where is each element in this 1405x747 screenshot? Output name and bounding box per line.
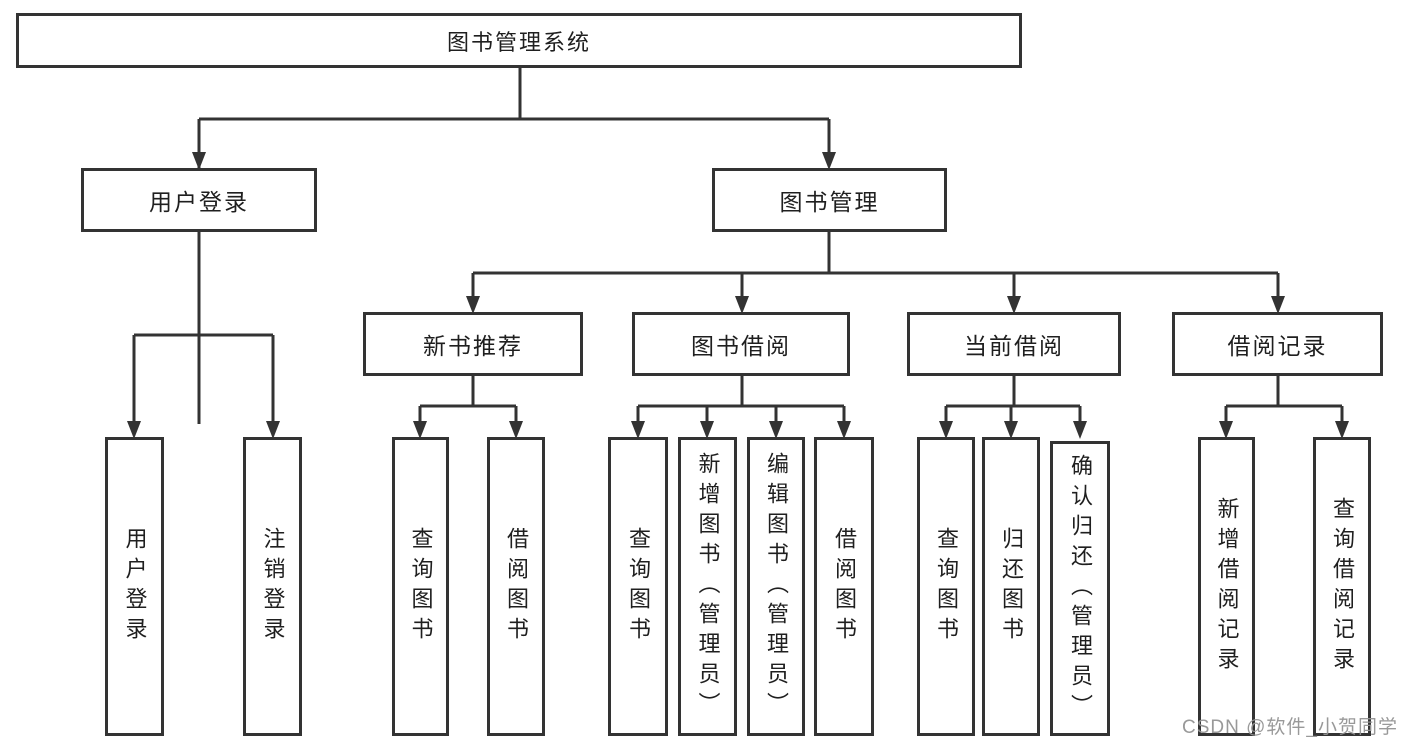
node-borrowing-records: 借阅记录 bbox=[1172, 312, 1383, 376]
leaf-edit-book-admin: 编辑图书（管理员） bbox=[747, 437, 805, 736]
edge-book-mgmt-children bbox=[471, 232, 1280, 299]
leaf-borrow-books: 借阅图书 bbox=[814, 437, 874, 736]
edge-borrow-record-children bbox=[1224, 376, 1344, 423]
leaf-add-book-admin: 新增图书（管理员） bbox=[678, 437, 737, 736]
node-label: 借阅图书 bbox=[832, 526, 857, 647]
edge-book-borrow-children bbox=[636, 376, 846, 423]
node-label: 归还图书 bbox=[999, 526, 1024, 647]
node-label: 查询图书 bbox=[934, 526, 959, 647]
edge-root-to-level2 bbox=[197, 64, 831, 424]
node-current-borrowing: 当前借阅 bbox=[907, 312, 1121, 376]
edge-current-borrow-children bbox=[944, 376, 1082, 423]
node-user-login-branch: 用户登录 bbox=[81, 168, 317, 232]
node-label: 图书借阅 bbox=[691, 333, 791, 359]
node-library-management-system: 图书管理系统 bbox=[16, 13, 1022, 68]
node-label: 新增图书（管理员） bbox=[695, 451, 721, 722]
leaf-logout: 注销登录 bbox=[243, 437, 302, 736]
leaf-confirm-return-admin: 确认归还（管理员） bbox=[1050, 441, 1110, 736]
node-book-borrowing: 图书借阅 bbox=[632, 312, 850, 376]
leaf-query-books-borrow: 查询图书 bbox=[608, 437, 668, 736]
arrowheads bbox=[127, 152, 1349, 439]
leaf-return-book: 归还图书 bbox=[982, 437, 1040, 736]
node-label: 借阅记录 bbox=[1227, 333, 1328, 359]
node-label: 查询图书 bbox=[626, 526, 651, 647]
leaf-add-borrow-record: 新增借阅记录 bbox=[1198, 437, 1255, 736]
node-label: 查询图书 bbox=[408, 526, 434, 647]
edge-user-login-children bbox=[132, 232, 275, 423]
leaf-query-books-current: 查询图书 bbox=[917, 437, 975, 736]
node-label: 查询借阅记录 bbox=[1330, 496, 1355, 677]
node-new-book-recommendation: 新书推荐 bbox=[363, 312, 583, 376]
leaf-query-borrow-record: 查询借阅记录 bbox=[1313, 437, 1371, 736]
node-label: 用户登录 bbox=[149, 189, 249, 215]
leaf-user-login: 用户登录 bbox=[105, 437, 164, 736]
node-label: 编辑图书（管理员） bbox=[764, 451, 789, 722]
csdn-watermark: CSDN @软件_小贺同学 bbox=[1182, 717, 1398, 738]
node-label: 新增借阅记录 bbox=[1214, 496, 1240, 677]
node-label: 图书管理系统 bbox=[446, 29, 591, 55]
edge-root-stubs bbox=[197, 119, 831, 153]
node-label: 图书管理 bbox=[779, 189, 880, 215]
node-label: 注销登录 bbox=[260, 526, 286, 647]
node-label: 用户登录 bbox=[122, 526, 148, 647]
leaf-query-books-recommend: 查询图书 bbox=[392, 437, 449, 736]
node-label: 确认归还（管理员） bbox=[1068, 453, 1093, 724]
leaf-borrow-books-recommend: 借阅图书 bbox=[487, 437, 545, 736]
node-label: 新书推荐 bbox=[423, 333, 523, 359]
node-label: 当前借阅 bbox=[964, 333, 1064, 359]
edge-new-book-children bbox=[418, 376, 518, 423]
node-label: 借阅图书 bbox=[504, 526, 529, 647]
node-book-management-branch: 图书管理 bbox=[712, 168, 947, 232]
